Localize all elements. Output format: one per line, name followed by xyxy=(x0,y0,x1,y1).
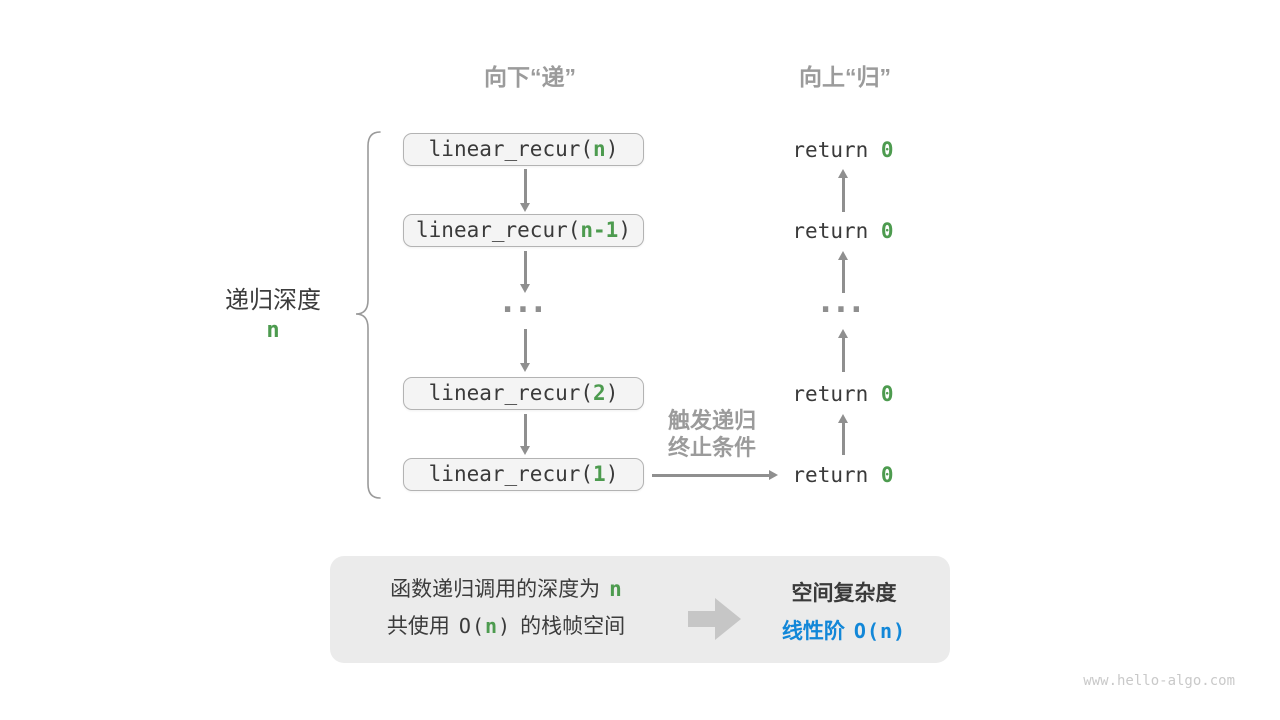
site-watermark: www.hello-algo.com xyxy=(1083,673,1235,689)
up-arrow xyxy=(837,329,849,372)
call-box-text-pre: linear_recur( xyxy=(428,381,594,405)
curly-brace xyxy=(355,131,381,499)
return-statement: return 0 xyxy=(783,218,903,245)
descend-column-header: 向下“递” xyxy=(484,64,576,90)
base-case-label: 触发递归 终止条件 xyxy=(648,407,776,461)
call-box-text-post: ) xyxy=(605,137,619,161)
up-arrow xyxy=(837,251,849,293)
return-text: return xyxy=(792,219,881,243)
down-arrow xyxy=(519,251,531,293)
return-statement: return 0 xyxy=(783,381,903,408)
return-value: 0 xyxy=(880,382,894,406)
summary-line-2: 共使用 O(n) 的栈帧空间 xyxy=(358,608,654,645)
call-box-text-pre: linear_recur( xyxy=(416,218,581,242)
summary-big-o-close: ) xyxy=(498,614,512,638)
space-complexity-result: 线性阶 O(n) xyxy=(758,615,930,645)
call-box-arg: 2 xyxy=(593,381,606,405)
call-box-1: linear_recur(1) xyxy=(403,458,644,491)
down-arrow xyxy=(519,329,531,372)
right-block-arrow-icon xyxy=(688,598,741,640)
call-box-n: linear_recur(n) xyxy=(403,133,644,166)
return-text: return xyxy=(792,463,881,487)
return-statement: return 0 xyxy=(783,137,903,164)
return-text: return xyxy=(792,138,881,162)
return-value: 0 xyxy=(880,138,894,162)
result-big-o: O(n) xyxy=(853,619,907,643)
return-value: 0 xyxy=(880,219,894,243)
call-box-text-post: ) xyxy=(605,462,619,486)
call-box-n-1: linear_recur(n-1) xyxy=(403,214,644,247)
call-box-text-pre: linear_recur( xyxy=(428,462,594,486)
summary-line2-pre: 共使用 xyxy=(386,615,450,638)
call-box-arg: 1 xyxy=(593,462,606,486)
return-ellipsis: ... xyxy=(819,285,867,320)
call-box-text-post: ) xyxy=(618,218,631,242)
summary-big-o-open: O( xyxy=(458,614,485,638)
up-arrow xyxy=(837,414,849,455)
summary-line1-text: 函数递归调用的深度为 xyxy=(390,578,601,601)
call-box-2: linear_recur(2) xyxy=(403,377,644,410)
result-order-label: 线性阶 xyxy=(781,620,845,643)
base-case-label-line1: 触发递归 xyxy=(667,408,756,433)
ascend-column-header: 向上“归” xyxy=(799,64,891,90)
call-box-text-pre: linear_recur( xyxy=(428,137,594,161)
summary-line-1: 函数递归调用的深度为 n xyxy=(358,571,654,608)
summary-line1-var: n xyxy=(609,577,622,601)
recursion-depth-value: n xyxy=(266,318,280,343)
call-box-text-post: ) xyxy=(605,381,619,405)
call-box-arg: n-1 xyxy=(580,218,619,242)
summary-line2-post: 的栈帧空间 xyxy=(520,615,626,638)
space-complexity-title: 空间复杂度 xyxy=(791,582,897,605)
return-value: 0 xyxy=(880,463,894,487)
summary-big-o-var: n xyxy=(485,614,499,638)
call-box-arg: n xyxy=(593,137,606,161)
return-text: return xyxy=(792,382,881,406)
return-statement: return 0 xyxy=(783,462,903,489)
down-arrow xyxy=(519,169,531,212)
recursion-depth-label: 递归深度 xyxy=(225,287,321,314)
base-case-label-line2: 终止条件 xyxy=(667,435,756,460)
up-arrow xyxy=(837,169,849,212)
right-arrow xyxy=(652,469,778,481)
down-arrow xyxy=(519,414,531,455)
